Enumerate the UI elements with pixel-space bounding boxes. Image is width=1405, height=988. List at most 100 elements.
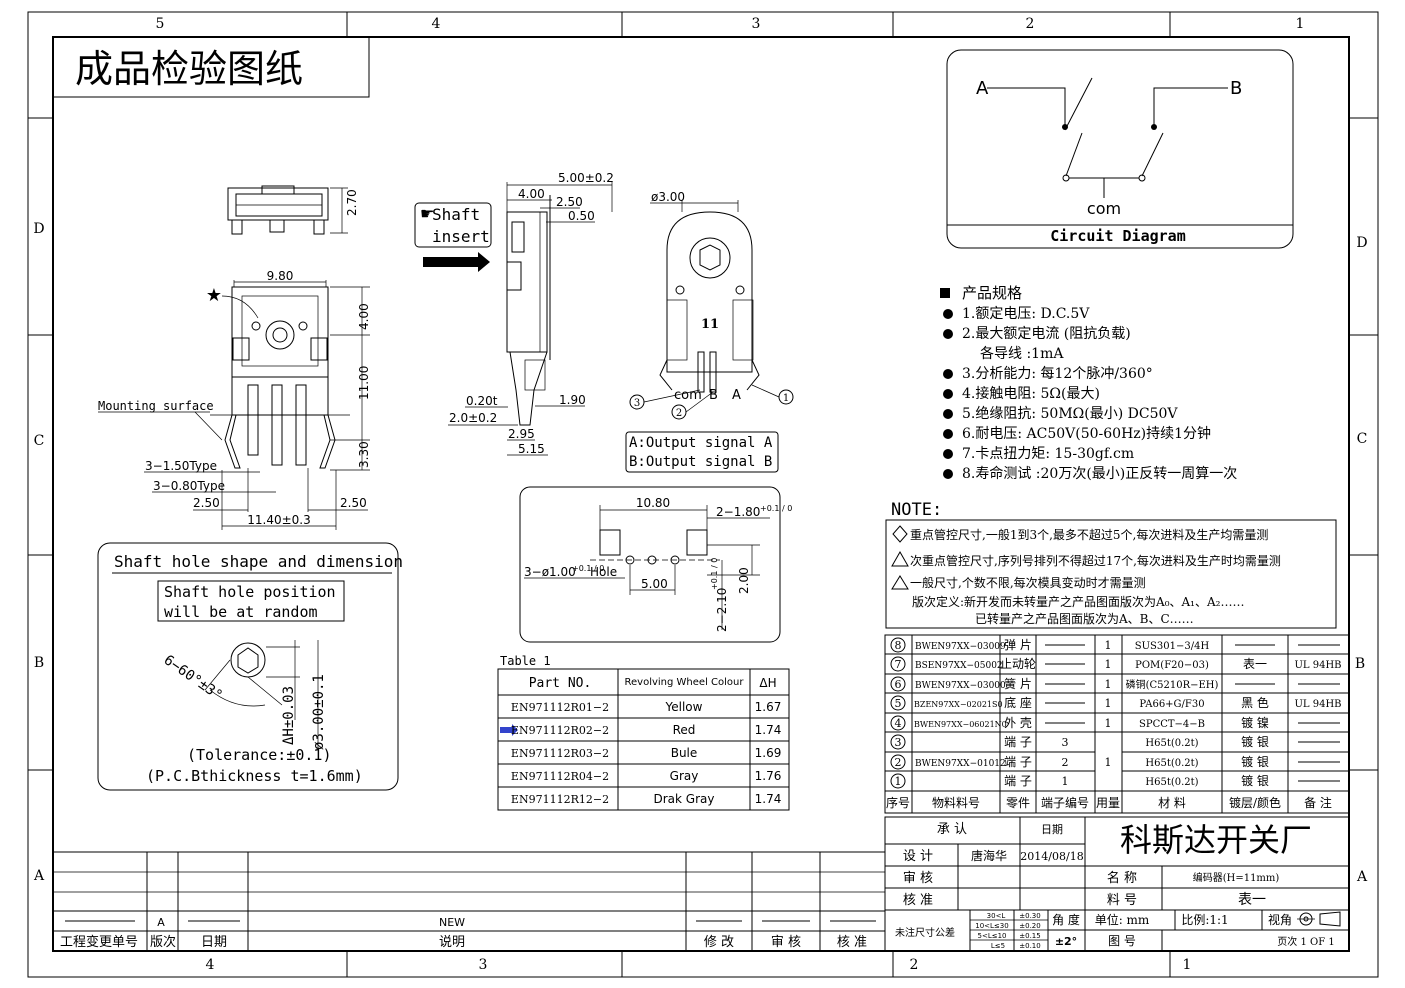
bom-row: 1 端 子 1 H65t(0.2t) 镀 银	[890, 773, 1269, 789]
title-box: 成品检验图纸	[52, 36, 370, 98]
bom-qty: 1	[1105, 717, 1112, 730]
pcb-dim-210: 2−2.10	[715, 588, 729, 632]
zone-number: 4	[206, 957, 215, 973]
dim-side-020: 0.20t	[466, 394, 498, 408]
dim-080-type: 3−0.80Type	[153, 479, 225, 493]
tb-designer: 唐海华	[971, 848, 1007, 863]
bom-material: POM(F20−03)	[1135, 660, 1209, 671]
wheel-colour: Yellow	[665, 700, 703, 714]
bom-qty: 1	[1105, 658, 1112, 671]
tb-name-value: 编码器(H=11mm)	[1193, 871, 1280, 884]
pcb-hole-word: Hole	[590, 565, 617, 579]
dim-side-250: 2.50	[556, 195, 583, 209]
shaft-hole-dia: ø3.00±0.1	[311, 674, 327, 750]
bom-index: 1	[895, 775, 902, 788]
triangle-bold-icon	[891, 550, 909, 567]
bom-row: 4 BWEN97XX−06021N0 外 壳 1 SPCCT−4−B 镀 镍	[890, 715, 1269, 731]
table-row: EN971112R04−2 Gray 1.76	[511, 769, 781, 783]
delta-h: 1.74	[755, 792, 782, 806]
note-heading: NOTE:	[891, 500, 942, 520]
bom-part-name: 弹 片	[1004, 638, 1032, 652]
rev-label: 审 核	[771, 935, 801, 950]
tb-tolerance-label: 未注尺寸公差	[895, 926, 955, 939]
arrow-icon	[500, 724, 518, 736]
bom-index: 6	[895, 678, 902, 691]
tb-part-value: 表一	[1238, 892, 1266, 908]
bom-row: 5 BZEN97XX−02021S0 底 座 1 PA66+G/F30 黑 色 …	[890, 695, 1342, 711]
bom-remark: UL 94HB	[1294, 660, 1341, 671]
bom-qty: 1	[1105, 678, 1112, 691]
bom-qty: 1	[1105, 697, 1112, 710]
tb-angle-value: ±2°	[1055, 935, 1077, 948]
zone-letter: A	[1356, 869, 1368, 885]
tb-tol-value: ±0.30	[1019, 912, 1040, 920]
note-line: 重点管控尺寸,一般1到3个,最多不超过5个,每次进料及生产均需量测	[910, 527, 1268, 542]
tb-view-label: 视角	[1268, 912, 1292, 927]
tb-angle-label: 角 度	[1052, 912, 1080, 927]
table-row: EN971112R12−2 Drak Gray 1.74	[511, 792, 781, 806]
bom-index: 7	[895, 658, 902, 671]
delta-h: 1.69	[755, 746, 782, 760]
table-header: Part NO.	[529, 676, 592, 691]
pin-label-b: B	[709, 388, 718, 403]
table-header: ΔH	[759, 676, 776, 690]
bom-part-no: BSEN97XX−05002	[915, 661, 1003, 671]
tb-unit: 单位: mm	[1095, 912, 1150, 927]
zone-number: 1	[1296, 16, 1305, 32]
bom-part-name: 端 子	[1004, 755, 1032, 769]
bom-material: PA66+G/F30	[1139, 699, 1204, 710]
spec-item: 2.最大额定电流 (阻抗负载)	[962, 326, 1131, 342]
table-row: EN971112R02−2 Red 1.74	[500, 723, 781, 737]
bom-finish: 镀 银	[1241, 735, 1269, 749]
dim-side-20: 2.0±0.2	[449, 411, 497, 425]
bom-header-cell: 端子编号	[1041, 795, 1089, 810]
bom-index: 8	[895, 639, 902, 652]
bom-row: 3 端 子 3 H65t(0.2t) 镀 银	[890, 734, 1269, 750]
bom-finish: 黑 色	[1241, 696, 1269, 710]
tb-part-label: 料 号	[1107, 893, 1137, 908]
wheel-colour: Bule	[671, 746, 698, 760]
zone-letter: B	[1355, 656, 1365, 672]
zone-letter: C	[34, 433, 45, 449]
tb-approve: 承 认	[937, 822, 967, 837]
bom-material: H65t(0.2t)	[1145, 777, 1198, 788]
part-no: EN971112R02−2	[511, 724, 609, 737]
tb-tol-value: ±0.10	[1019, 942, 1040, 950]
dim-250-right: 2.50	[340, 496, 367, 510]
note-line: 次重点管控尺寸,序列号排列不得超过17个,每次进料及生产时均需量测	[910, 553, 1281, 568]
circuit-diagram: A B com Circuit Diagram	[946, 49, 1294, 249]
pcb-layout: 10.80 2−1.80 +0.1 / 0 3−ø1.00 +0.1 / 0 H…	[519, 486, 792, 643]
tb-tol-range: 30<L	[987, 912, 1006, 920]
bom-remark: UL 94HB	[1294, 699, 1341, 710]
dim-side-500: 5.00±0.2	[558, 171, 614, 185]
zone-number: 2	[1026, 16, 1035, 32]
pin-label-a: A	[732, 388, 741, 403]
table-row: EN971112R03−2 Bule 1.69	[511, 746, 781, 760]
tb-tol-range: L≤5	[991, 942, 1005, 950]
hand-icon: ☛	[420, 204, 434, 223]
signal-a: A:Output signal A	[629, 435, 773, 451]
shaft-hole-pcb: (P.C.Bthickness t=1.6mm)	[146, 767, 363, 785]
zone-number: 3	[752, 16, 761, 32]
specs-heading: 产品规格	[962, 284, 1022, 302]
shaft-insert: ☛ Shaft insert	[414, 202, 492, 272]
bom-finish: 镀 镍	[1241, 716, 1269, 730]
pcb-dim-180-tol: +0.1 / 0	[760, 504, 792, 513]
top-view: 2.70	[227, 185, 359, 235]
bom-part-name: 外 壳	[1004, 716, 1032, 730]
spec-item: 3.分析能力: 每12个脉冲/360°	[962, 366, 1153, 382]
table-header: Revolving Wheel Colour	[625, 677, 745, 688]
bom-finish: 镀 银	[1241, 755, 1269, 769]
title-block: 承 认 日期 科斯达开关厂 设 计 唐海华 2014/08/18 审 核 核 准…	[884, 816, 1350, 952]
rear-label-11: 11	[701, 317, 719, 332]
zone-letter: D	[1356, 235, 1367, 251]
spec-item: 5.绝缘阻抗: 50MΩ(最小) DC50V	[962, 406, 1178, 422]
bom-finish: 镀 银	[1241, 774, 1269, 788]
bom-part-name: 簧 片	[1004, 676, 1032, 691]
spec-item: 8.寿命测试 :20万次(最小)正反转一周算一次	[962, 465, 1237, 482]
spec-item: 4.接触电阻: 5Ω(最大)	[962, 385, 1100, 402]
shaft-hole-note1: Shaft hole position	[164, 583, 336, 601]
bom-part-name: 端 子	[1004, 774, 1032, 788]
tb-company: 科斯达开关厂	[1120, 821, 1312, 859]
